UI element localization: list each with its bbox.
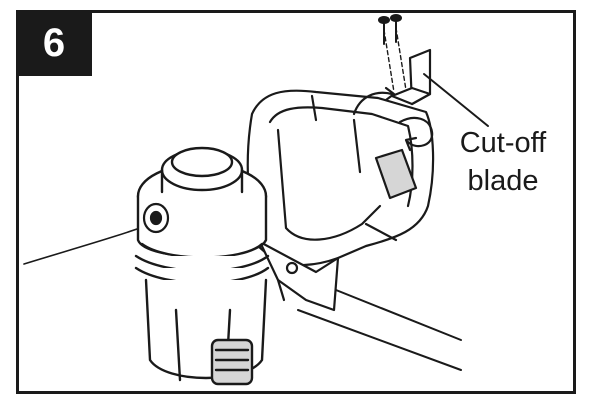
guard-shield <box>246 89 435 267</box>
callout-label-line2: blade <box>467 165 539 197</box>
trimmer-head-illustration <box>23 14 489 386</box>
screw-guides <box>383 27 407 93</box>
shaft <box>297 281 462 371</box>
line-eyelet <box>142 202 170 234</box>
mount-bracket <box>258 240 340 312</box>
curved-arrow-icon <box>352 86 434 152</box>
step-number-badge: 6 <box>16 10 92 76</box>
cut-off-blade <box>390 48 432 106</box>
callout-label-line1: Cut-off <box>459 127 547 159</box>
screw-icon <box>378 14 402 45</box>
trimmer-line <box>23 221 157 265</box>
spool-head <box>134 146 270 386</box>
callout-leader-line <box>423 73 489 127</box>
